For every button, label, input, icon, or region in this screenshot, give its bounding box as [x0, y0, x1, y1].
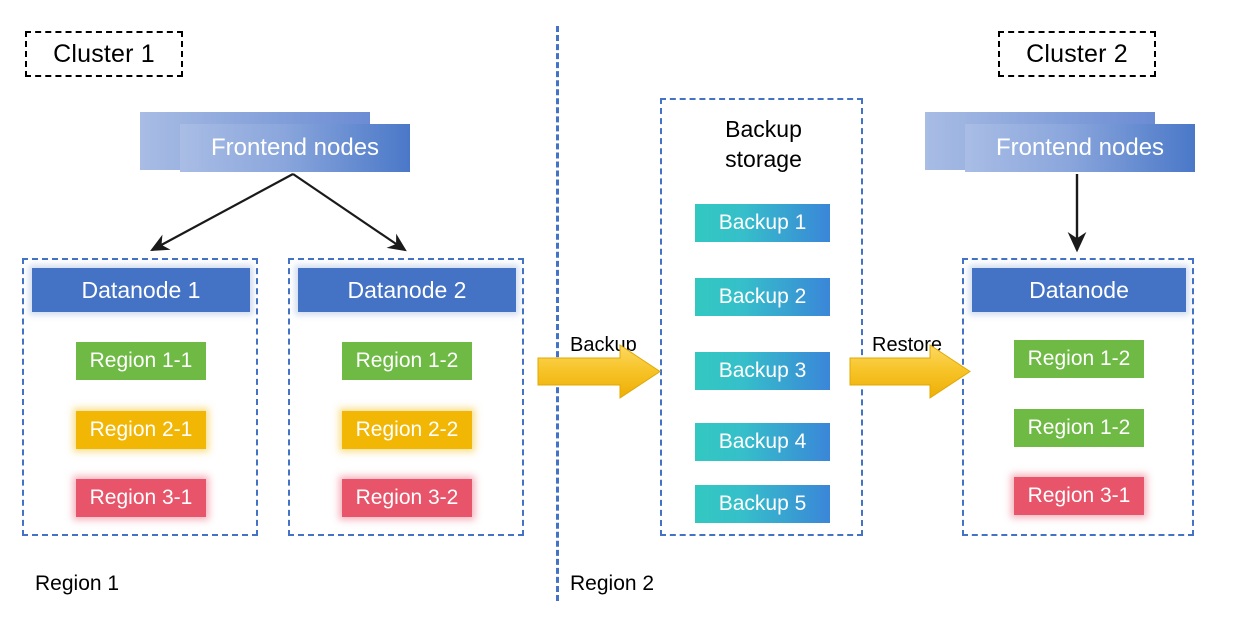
cluster1-tag: Cluster 1 [25, 31, 183, 77]
frontend-to-datanode-1-arrow [150, 173, 294, 252]
region-label: Region 3-1 [1027, 484, 1131, 507]
restore-flow-label: Restore [872, 334, 943, 356]
cluster2-tag-label: Cluster 2 [1026, 39, 1128, 68]
region-label: Region 3-1 [89, 486, 193, 509]
datanode-2-region-1[interactable]: Region 1-2 [342, 342, 472, 380]
region-label: Region 3-2 [355, 486, 459, 509]
region-1-label: Region 1 [35, 572, 120, 595]
region-2-label: Region 2 [570, 572, 655, 595]
cluster1-frontend-nodes[interactable]: Frontend nodes [140, 112, 410, 174]
backup-item-label: Backup 2 [718, 285, 807, 308]
backup-item-4[interactable]: Backup 4 [695, 423, 830, 461]
backup-item-5[interactable]: Backup 5 [695, 485, 830, 523]
datanode-1-region-3[interactable]: Region 3-1 [76, 479, 206, 517]
datanode-2-container: Datanode 2 Region 1-2 Region 2-2 Region … [288, 258, 524, 536]
datanode-1-container: Datanode 1 Region 1-1 Region 2-1 Region … [22, 258, 258, 536]
backup-storage-container: Backup storage Backup 1 Backup 2 Backup … [660, 98, 863, 536]
region-divider [556, 26, 559, 601]
backup-storage-title: Backup storage [662, 114, 865, 174]
cluster1-frontend-label: Frontend nodes [210, 134, 380, 161]
cluster2-datanode-region-3[interactable]: Region 3-1 [1014, 477, 1144, 515]
cluster2-datanode-container: Datanode Region 1-2 Region 1-2 Region 3-… [962, 258, 1194, 536]
backup-storage-title-line1: Backup [725, 116, 802, 142]
cluster2-datanode-region-2[interactable]: Region 1-2 [1014, 409, 1144, 447]
backup-flow-label: Backup [570, 334, 637, 356]
backup-item-label: Backup 4 [718, 430, 807, 453]
frontend-stack-front-layer: Frontend nodes [965, 124, 1195, 172]
frontend-to-datanode-2-arrow [292, 173, 407, 252]
backup-storage-title-line2: storage [725, 146, 802, 172]
region-label: Region 1-2 [1027, 347, 1131, 370]
datanode-1-header[interactable]: Datanode 1 [32, 268, 250, 312]
region-label: Region 1-2 [355, 349, 459, 372]
backup-item-label: Backup 3 [718, 359, 807, 382]
cluster2-datanode-header[interactable]: Datanode [972, 268, 1186, 312]
backup-item-3[interactable]: Backup 3 [695, 352, 830, 390]
cluster1-tag-label: Cluster 1 [53, 39, 155, 68]
frontend-stack-front-layer: Frontend nodes [180, 124, 410, 172]
region-label: Region 2-1 [89, 418, 193, 441]
cluster2-frontend-nodes[interactable]: Frontend nodes [925, 112, 1195, 174]
datanode-1-region-1[interactable]: Region 1-1 [76, 342, 206, 380]
datanode-2-header[interactable]: Datanode 2 [298, 268, 516, 312]
cluster2-tag: Cluster 2 [998, 31, 1156, 77]
datanode-2-title: Datanode 2 [347, 276, 467, 303]
backup-item-1[interactable]: Backup 1 [695, 204, 830, 242]
backup-item-label: Backup 1 [718, 211, 807, 234]
region-label: Region 1-2 [1027, 416, 1131, 439]
cluster2-datanode-region-1[interactable]: Region 1-2 [1014, 340, 1144, 378]
datanode-1-title: Datanode 1 [81, 276, 201, 303]
backup-item-label: Backup 5 [718, 492, 807, 515]
datanode-1-region-2[interactable]: Region 2-1 [76, 411, 206, 449]
cluster2-frontend-label: Frontend nodes [995, 134, 1165, 161]
datanode-2-region-3[interactable]: Region 3-2 [342, 479, 472, 517]
datanode-2-region-2[interactable]: Region 2-2 [342, 411, 472, 449]
region-label: Region 1-1 [89, 349, 193, 372]
cluster2-datanode-title: Datanode [1029, 276, 1129, 303]
region-label: Region 2-2 [355, 418, 459, 441]
backup-item-2[interactable]: Backup 2 [695, 278, 830, 316]
